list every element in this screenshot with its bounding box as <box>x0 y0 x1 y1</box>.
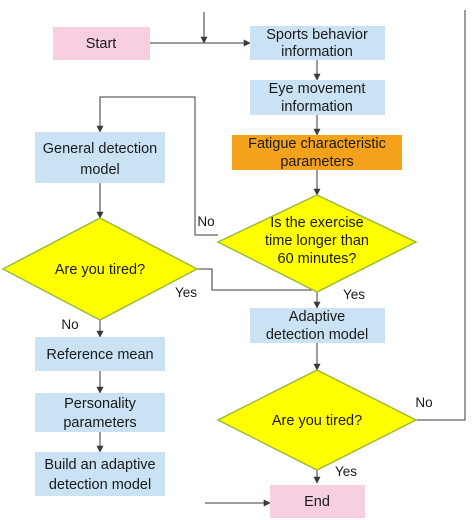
end-node: End <box>270 485 365 518</box>
general-detection-label-1: General detection <box>43 141 157 157</box>
exercise-time-label-1: Is the exercise <box>270 215 364 231</box>
tired-left-decision: Are you tired? <box>1 217 199 321</box>
adaptive-detection-label-2: detection model <box>266 327 368 343</box>
build-adaptive-label-2: detection model <box>49 477 151 493</box>
eye-movement-label-1: Eye movement <box>269 81 366 97</box>
label-no-tired-right: No <box>415 395 432 410</box>
start-label: Start <box>86 36 117 52</box>
exercise-time-decision: Is the exercise time longer than 60 minu… <box>216 194 418 293</box>
end-box <box>270 485 365 518</box>
reference-mean-box <box>35 337 165 371</box>
edge-exercise-no <box>96 96 218 236</box>
fatigue-node: Fatigue characteristic parameters <box>232 135 402 170</box>
tired-right-diamond <box>216 369 418 471</box>
personality-label-1: Personality <box>64 396 136 412</box>
tired-left-diamond <box>1 217 199 321</box>
label-yes-tired-left: Yes <box>175 285 197 300</box>
general-detection-label-2: model <box>80 162 120 178</box>
end-label: End <box>304 494 330 510</box>
exercise-time-label-3: 60 minutes? <box>278 251 357 267</box>
reference-mean-node: Reference mean <box>35 337 165 371</box>
label-no-exercise: No <box>197 214 214 229</box>
edge-tired-left-yes <box>197 268 317 291</box>
sports-behavior-node: Sports behavior information <box>250 26 385 60</box>
reference-mean-label: Reference mean <box>46 347 153 363</box>
build-adaptive-label-1: Build an adaptive <box>44 457 155 473</box>
build-adaptive-node: Build an adaptive detection model <box>35 452 165 496</box>
sports-behavior-label-2: information <box>281 44 353 60</box>
start-box <box>53 27 150 60</box>
eye-movement-node: Eye movement information <box>250 80 385 115</box>
exercise-time-label-2: time longer than <box>265 233 369 249</box>
adaptive-detection-node: Adaptive detection model <box>250 308 385 343</box>
fatigue-label-2: parameters <box>280 154 353 170</box>
general-detection-node: General detection model <box>35 132 165 183</box>
exercise-time-diamond <box>216 194 418 293</box>
personality-label-2: parameters <box>63 415 136 431</box>
edges <box>96 10 466 507</box>
edge-tired-right-no <box>416 10 466 421</box>
sports-behavior-label-1: Sports behavior <box>266 27 368 43</box>
eye-movement-label-2: information <box>281 99 353 115</box>
start-node: Start <box>53 27 150 60</box>
build-adaptive-box <box>35 452 165 496</box>
tired-right-decision: Are you tired? <box>216 369 418 471</box>
edge-labels: No Yes Yes No No Yes <box>61 214 432 479</box>
fatigue-label-1: Fatigue characteristic <box>248 136 386 152</box>
tired-left-label: Are you tired? <box>55 262 145 278</box>
personality-box <box>35 393 165 432</box>
adaptive-detection-label-1: Adaptive <box>289 309 345 325</box>
label-yes-tired-right: Yes <box>335 464 357 479</box>
fatigue-box <box>232 135 402 170</box>
eye-movement-box <box>250 80 385 115</box>
tired-right-label: Are you tired? <box>272 413 362 429</box>
adaptive-detection-box <box>250 308 385 343</box>
label-no-tired-left: No <box>61 317 78 332</box>
general-detection-box <box>35 132 165 183</box>
sports-behavior-box <box>250 26 385 60</box>
personality-node: Personality parameters <box>35 393 165 432</box>
label-yes-exercise: Yes <box>343 287 365 302</box>
